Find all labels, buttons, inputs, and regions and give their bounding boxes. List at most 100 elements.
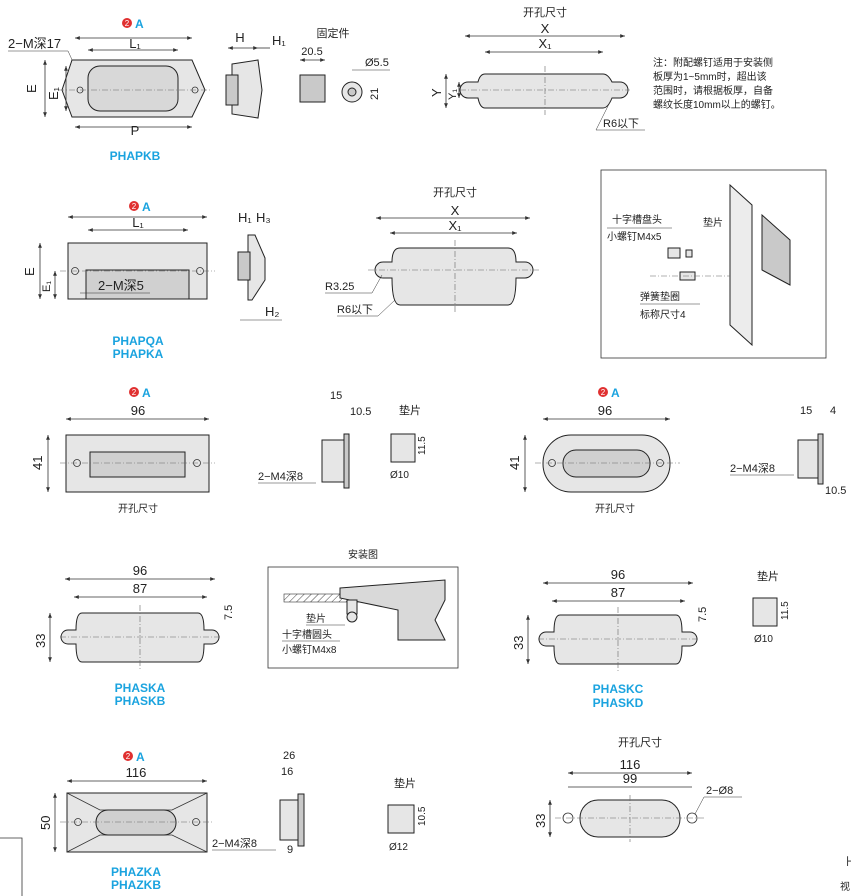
corner-glyph: 视: [840, 880, 850, 893]
marker-num-right: 2: [601, 388, 606, 397]
marker-a-right: A: [611, 386, 620, 400]
install-washer: 垫片: [306, 612, 326, 625]
washer-h: 10.5: [417, 806, 428, 826]
side-c: 9: [287, 844, 293, 856]
dim-h-left: 33: [33, 634, 48, 648]
fixing-d3: 21: [369, 88, 381, 100]
dim-w1-right: 87: [611, 585, 625, 600]
dim-l1: L₁: [129, 36, 141, 51]
section-phapqa: 2 A L₁ 2−M深5 E E₁ PHAPQA PHAPKA H₁ H₃ H₂…: [22, 169, 827, 361]
cutout-x1: X₁: [538, 36, 552, 51]
assembly-spring: 弹簧垫圈: [640, 290, 680, 303]
dim-m: 2−M4深8: [212, 837, 257, 850]
side-view: [247, 234, 266, 301]
cutout-r: R6以下: [603, 118, 639, 130]
svg-text:⊢: ⊢: [846, 853, 851, 869]
cutout-label-right: 开孔尺寸: [595, 502, 635, 515]
product-code-2: PHAZKB: [111, 878, 161, 892]
marker-num: 2: [126, 752, 131, 761]
washer-title-right: 垫片: [757, 569, 779, 583]
assembly-washer: 垫片: [703, 216, 723, 229]
handle-recess: [87, 65, 179, 112]
side-a: 26: [283, 750, 295, 762]
cutout-x: X: [451, 203, 460, 218]
dim-m: 2−M深17: [8, 36, 61, 51]
cutout-r2: R6以下: [337, 304, 373, 316]
dim-h-left: 41: [30, 456, 45, 470]
marker-num: 2: [125, 19, 130, 28]
washer-title: 垫片: [394, 776, 416, 790]
dim-w-left: 96: [131, 403, 145, 418]
cutout-y1: Y₁: [447, 89, 459, 100]
dim-e1: E₁: [46, 86, 61, 100]
dim-m-right: 2−M4深8: [730, 462, 775, 475]
cutout-y: Y: [429, 88, 444, 97]
fixing-block: [299, 74, 326, 103]
side-c-right: 10.5: [825, 485, 846, 497]
assembly-box: [600, 169, 827, 359]
cutout-r1: R3.25: [325, 281, 354, 293]
dim-e: E: [24, 84, 39, 93]
cutout-title: 开孔尺寸: [523, 5, 567, 19]
note-line-1: 注：附配螺钉适用于安装侧: [653, 56, 773, 69]
product-code-2: PHASKB: [115, 694, 166, 708]
dim-h1: H₁: [272, 33, 286, 48]
cutout-shape: [374, 247, 534, 306]
install-screw: 十字槽圆头: [282, 628, 332, 641]
side-b: 16: [281, 766, 293, 778]
dim-p: P: [131, 123, 140, 138]
cutout-shape: [459, 73, 629, 109]
fixing-d2: Ø5.5: [365, 57, 389, 69]
washer-d-left: Ø10: [390, 470, 409, 481]
dim-w: 116: [126, 765, 147, 780]
washer-h-right: 11.5: [780, 601, 791, 620]
washer-title-left: 垫片: [399, 403, 421, 417]
marker-a: A: [136, 750, 145, 764]
section-row3: 2 A 96 41 开孔尺寸 15 10.5 2−M4深8 垫片 11.5 Ø1…: [30, 386, 846, 515]
dim-h: H: [235, 30, 244, 45]
cutout-right: [538, 614, 698, 665]
cutout-label-left: 开孔尺寸: [118, 502, 158, 515]
dim-w-right: 96: [598, 403, 612, 418]
product-code-3: PHASKC: [593, 682, 644, 696]
assembly-spring2: 标称尺寸4: [640, 308, 686, 321]
cutout-w1: 99: [623, 771, 637, 786]
dim-m-left: 2−M4深8: [258, 470, 303, 483]
dim-m: 2−M深5: [98, 278, 144, 293]
dim-h-right: 33: [511, 636, 526, 650]
side-a-left: 15: [330, 390, 342, 402]
product-code-1: PHAPQA: [112, 334, 164, 348]
marker-a: A: [135, 17, 144, 31]
page-frame: [0, 837, 23, 896]
washer-d-right: Ø10: [754, 634, 773, 645]
dim-l1: L₁: [132, 215, 144, 230]
section-phapkb: 2 A L₁ 2−M深17 P E E₁ PHAPKB H H₁ 固定件 20.…: [8, 5, 781, 163]
install-screw2: 小螺钉M4x8: [282, 644, 337, 656]
washer-h-left: 11.5: [417, 436, 428, 455]
dim-h: 50: [38, 816, 53, 830]
dim-h-right: 41: [507, 456, 522, 470]
product-code-2: PHAPKA: [113, 347, 164, 361]
product-code: PHAPKB: [110, 149, 161, 163]
cutout-holes: 2−Ø8: [706, 785, 733, 797]
marker-a: A: [142, 200, 151, 214]
fixing-title: 固定件: [317, 26, 350, 40]
dim-h2: H₂: [265, 304, 279, 319]
cutout-title: 开孔尺寸: [618, 735, 662, 749]
marker-num-left: 2: [132, 388, 137, 397]
cutout-h: 33: [533, 814, 548, 828]
product-code-4: PHASKD: [593, 696, 644, 710]
side-view: [231, 59, 263, 119]
washer-d: Ø12: [389, 842, 408, 853]
section-row4: 96 87 33 7.5 PHASKA PHASKB 安装图 垫片 十字槽圆头 …: [33, 548, 791, 710]
cutout-w: 116: [620, 757, 641, 772]
side-b-left: 10.5: [350, 406, 371, 418]
cutout-title: 开孔尺寸: [433, 185, 477, 199]
dim-w-left: 96: [133, 563, 147, 578]
note-line-4: 螺纹长度10mm以上的螺钉。: [653, 98, 781, 111]
marker-a-left: A: [142, 386, 151, 400]
cutout-x1: X₁: [448, 218, 462, 233]
note-line-3: 范围时，请根据板厚，自备: [653, 84, 773, 97]
side-a-right: 15: [800, 405, 812, 417]
